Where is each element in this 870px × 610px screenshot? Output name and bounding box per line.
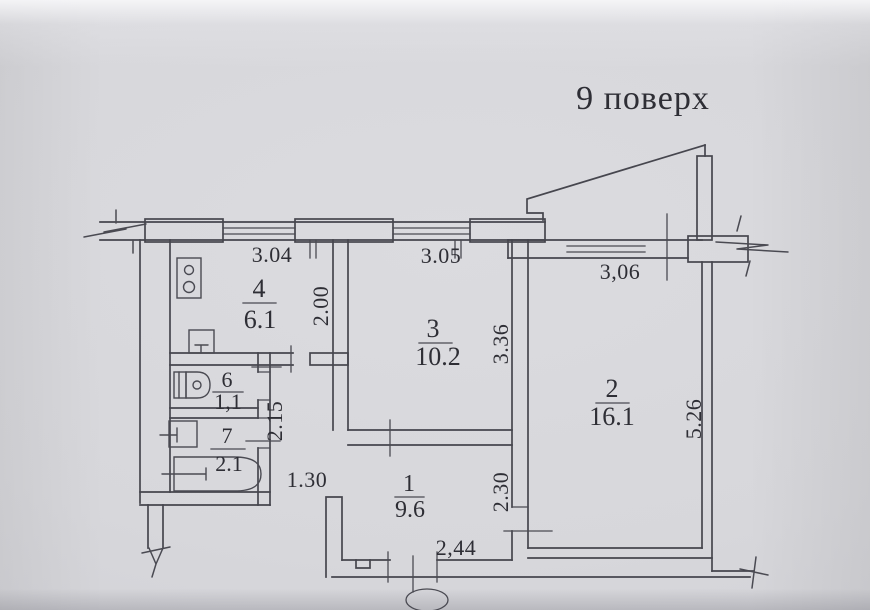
room-7-number: 7: [222, 423, 233, 448]
page-title: 9 поверх: [576, 80, 710, 117]
kitchen-sink-icon: [188, 329, 215, 354]
room-6-number: 6: [222, 367, 233, 392]
wall-break-bottom-left-icon: [141, 546, 171, 578]
room-4-label: 4 6.1: [242, 274, 277, 334]
wall-break-left-icon: [83, 209, 147, 254]
dim-entry-width: 2,44: [436, 535, 477, 560]
stove-icon: [176, 257, 202, 299]
break-symbols: [83, 209, 789, 589]
room-3-area: 10.2: [415, 342, 461, 371]
window-room2: [566, 245, 646, 253]
room-7-area: 2.1: [215, 451, 243, 476]
room-1-area: 9.6: [395, 497, 425, 523]
dim-corridor-depth: 2.15: [262, 401, 287, 442]
room-4-area: 6.1: [244, 305, 277, 334]
entry-door-swing-icon: [405, 588, 449, 610]
window-kitchen: [222, 227, 296, 235]
room-3-label: 3 10.2: [415, 314, 461, 371]
wall-break-bottom-right-icon: [739, 556, 769, 589]
room-6-label: 6 1,1: [212, 367, 244, 414]
dim-room2-width: 3,06: [600, 259, 641, 284]
dimension-labels: 3.04 3.05 3,06 2.00 3.36 5.26 2.15 2.30 …: [252, 242, 706, 560]
room-7-label: 7 2.1: [210, 423, 246, 476]
room-6-area: 1,1: [214, 389, 242, 414]
room-1-number: 1: [403, 471, 415, 497]
room-2-label: 2 16.1: [589, 374, 635, 431]
dim-room3-depth: 3.36: [488, 324, 513, 365]
fixtures: [159, 257, 262, 492]
exterior-walls: [99, 218, 754, 578]
wash-basin-icon: [159, 420, 198, 448]
dim-kitchen-depth: 2.00: [308, 286, 333, 327]
interior-walls: [169, 239, 529, 561]
room-2-area: 16.1: [589, 402, 635, 431]
toilet-icon: [173, 371, 211, 399]
dim-room2-wall: 2.30: [488, 472, 513, 513]
window-mullion-ticks: [309, 239, 462, 259]
room-4-number: 4: [253, 274, 266, 303]
entry-door: [405, 555, 449, 610]
room-3-number: 3: [427, 314, 440, 343]
room-1-label: 1 9.6: [394, 471, 425, 523]
dim-room2-depth: 5.26: [681, 399, 706, 440]
dim-room3-width: 3.05: [421, 243, 462, 268]
dim-kitchen-width: 3.04: [252, 242, 293, 267]
wall-break-right-icon: [715, 215, 789, 277]
bathtub-icon: [161, 456, 262, 492]
dim-corridor-width: 1.30: [287, 467, 328, 492]
dimension-ticks: [245, 213, 668, 583]
windows: [222, 227, 646, 259]
balcony-outline: [526, 143, 749, 263]
room-2-number: 2: [606, 374, 619, 403]
window-room3: [392, 227, 471, 235]
